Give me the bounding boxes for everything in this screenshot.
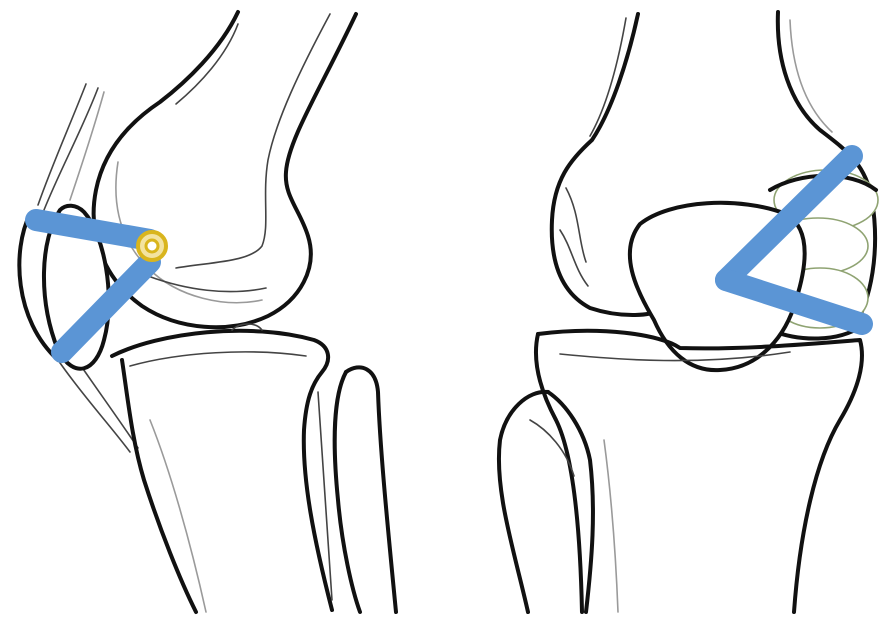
fixation-ring-icon xyxy=(138,232,166,260)
right-tibia-icon xyxy=(536,331,862,612)
left-knee-view xyxy=(19,12,396,612)
left-tibia-icon xyxy=(112,324,332,612)
right-knee-view xyxy=(499,12,878,612)
right-fibula-icon xyxy=(499,392,593,612)
left-fibula-icon xyxy=(318,367,396,612)
